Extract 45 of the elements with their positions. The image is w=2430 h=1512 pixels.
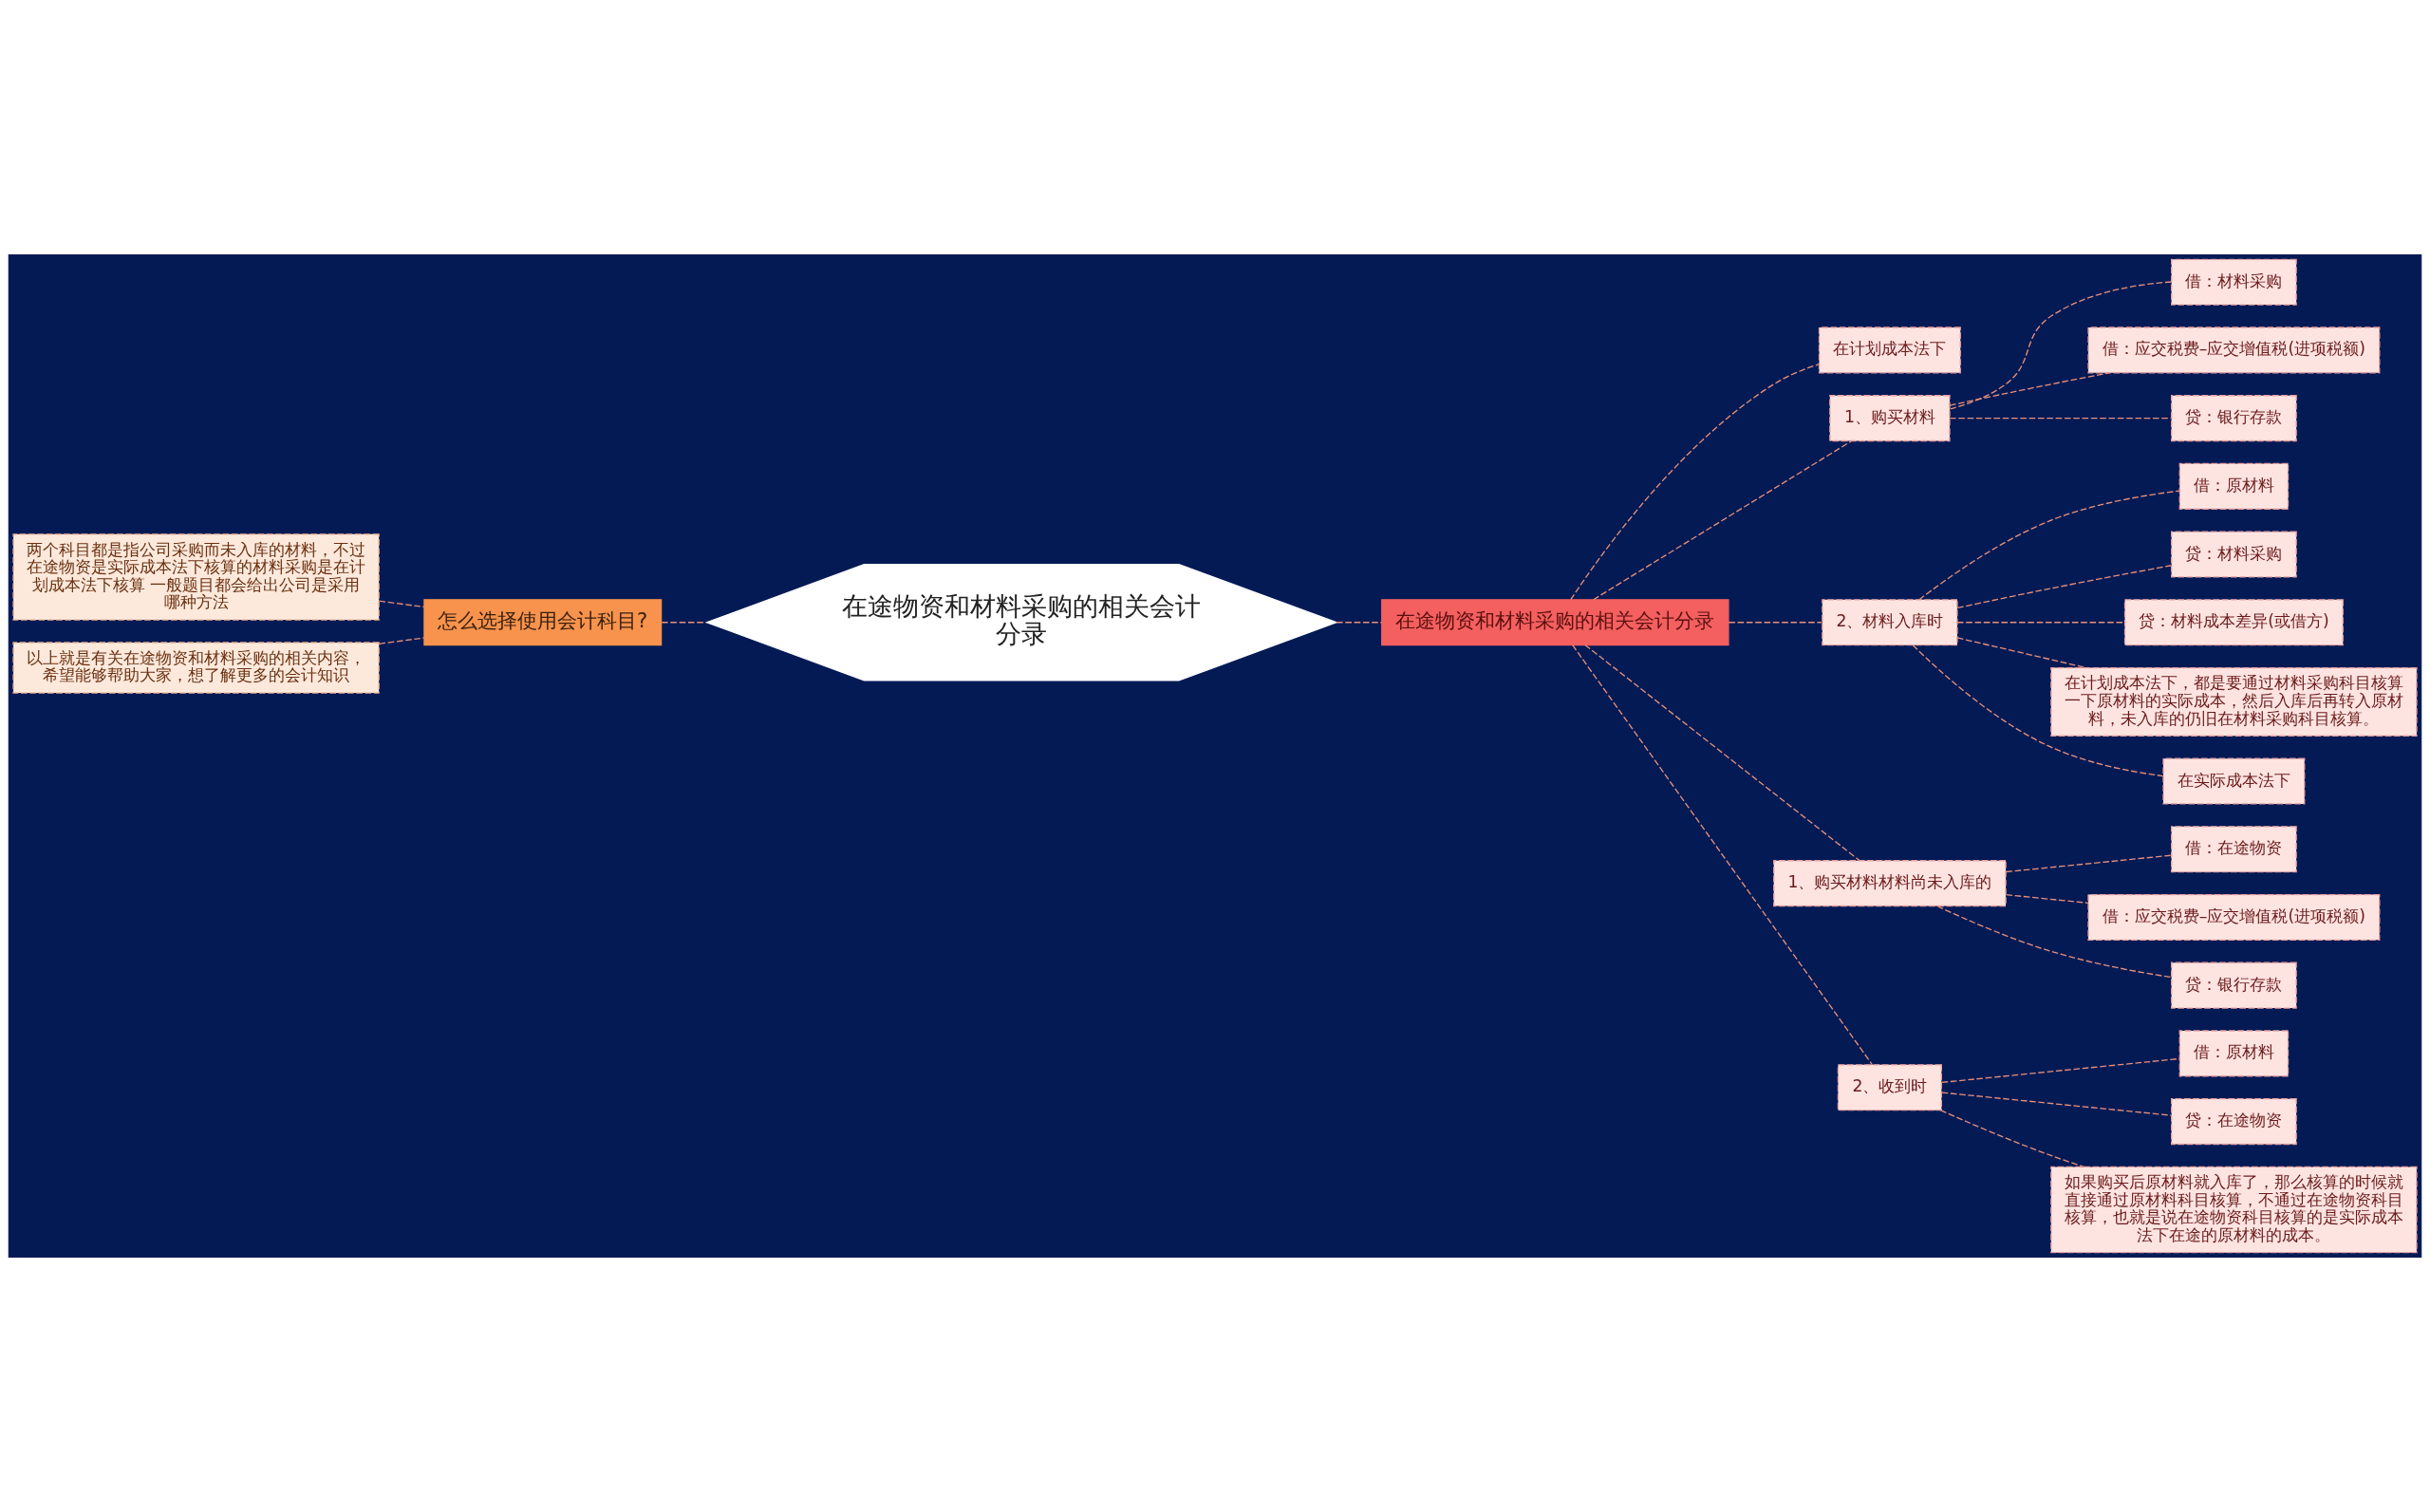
connector bbox=[1912, 644, 2164, 777]
node-box: 借：应交税费–应交增值税(进项税额) bbox=[2087, 893, 2381, 942]
connector bbox=[661, 622, 708, 624]
node-box: 贷：银行存款 bbox=[2171, 395, 2297, 442]
node-box: 如果购买后原材料就入库了，那么核算的时候就直接通过原材料科目核算，不通过在途物资科目核算，也就是说在途物资科目核算的是实际成本法下在途的原材料的成本。 bbox=[2050, 1166, 2418, 1254]
connector bbox=[378, 637, 425, 644]
node-box: 在计划成本法下，都是要通过材料采购科目核算一下原材料的实际成本，然后入库后再转入原材料，未入库的仍旧在材料采购科目核算。 bbox=[2050, 666, 2418, 737]
connector bbox=[1593, 440, 1852, 601]
node-box: 以上就是有关在途物资和材料采购的相关内容，希望能够帮助大家，想了解更多的会计知识 bbox=[12, 642, 380, 694]
node-box: 2、收到时 bbox=[1837, 1064, 1942, 1111]
connector bbox=[1949, 281, 2173, 410]
node-box: 借：原材料 bbox=[2178, 1030, 2290, 1077]
connector bbox=[1941, 1092, 2172, 1116]
node-box: 在实际成本法下 bbox=[2162, 757, 2306, 805]
node-box: 借：在途物资 bbox=[2171, 826, 2297, 873]
node-box: 在途物资和材料采购的相关会计分录 bbox=[1381, 599, 1729, 646]
node-box: 贷：在途物资 bbox=[2171, 1098, 2297, 1146]
connector bbox=[1584, 644, 1860, 862]
node-box: 贷：材料采购 bbox=[2171, 531, 2297, 578]
node-box: 贷：材料成本差异(或借方) bbox=[2123, 599, 2344, 646]
connector bbox=[2005, 894, 2089, 904]
connector bbox=[1956, 565, 2173, 609]
node-box: 借：材料采购 bbox=[2171, 258, 2297, 306]
connector bbox=[1939, 1110, 2085, 1168]
node-box: 借：原材料 bbox=[2178, 462, 2290, 510]
node-box: 1、购买材料 bbox=[1829, 395, 1951, 442]
connector bbox=[1956, 622, 2125, 624]
connector bbox=[1336, 622, 1383, 624]
connector bbox=[1949, 372, 2110, 406]
connector bbox=[2005, 854, 2172, 873]
connector bbox=[1941, 1057, 2180, 1084]
node-box: 怎么选择使用会计科目? bbox=[423, 599, 663, 646]
connector bbox=[1570, 364, 1821, 601]
connector bbox=[1572, 644, 1874, 1066]
node-box: 借：应交税费–应交增值税(进项税额) bbox=[2087, 327, 2381, 374]
connector bbox=[1918, 490, 2180, 601]
node-box: 两个科目都是指公司采购而未入库的材料，不过在途物资是实际成本法下核算的材料采购是在计划成本法下核算 一般题目都会给出公司是采用哪种方法 bbox=[12, 533, 380, 621]
node-box: 贷：银行存款 bbox=[2171, 961, 2297, 1009]
connector bbox=[1949, 417, 2173, 420]
node-box: 2、材料入库时 bbox=[1822, 599, 1958, 646]
connector bbox=[1728, 622, 1823, 624]
node-box: 在计划成本法下 bbox=[1818, 327, 1961, 374]
node-box: 1、购买材料材料尚未入库的 bbox=[1773, 860, 2007, 907]
connector bbox=[378, 600, 425, 608]
connector bbox=[1936, 905, 2173, 979]
